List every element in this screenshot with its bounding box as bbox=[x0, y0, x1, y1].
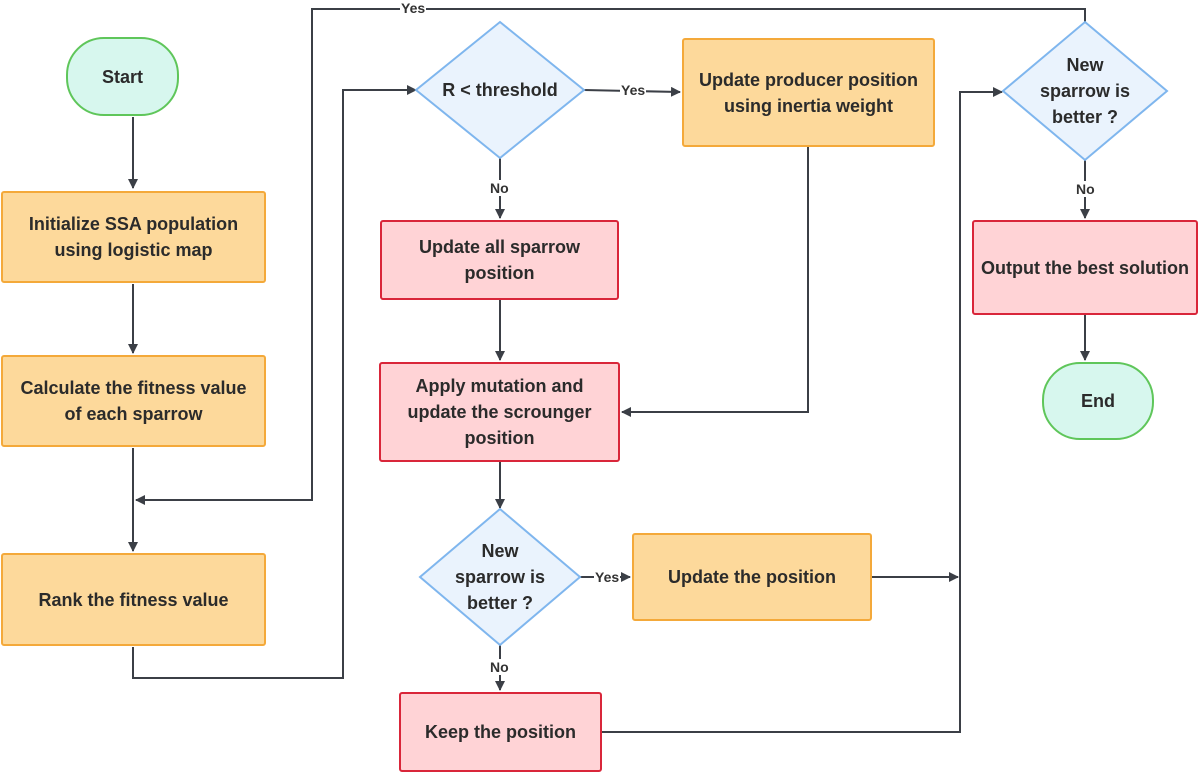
calculate-fitness-box: Calculate the fitness value of each spar… bbox=[1, 355, 266, 447]
top-decision-shape bbox=[1001, 20, 1169, 162]
end-terminal: End bbox=[1042, 362, 1154, 440]
right-no-label: No bbox=[1075, 181, 1096, 197]
r-threshold-label: R < threshold bbox=[442, 80, 558, 100]
mid-decision-label: New sparrow is better ? bbox=[454, 541, 546, 613]
mid-decision-shape bbox=[418, 507, 582, 647]
top-decision-label: New sparrow is better ? bbox=[1039, 55, 1131, 127]
edge-topdecision-loop bbox=[135, 8, 1086, 505]
loop-yes-label: Yes bbox=[400, 0, 427, 16]
apply-mutation-box: Apply mutation and update the scrounger … bbox=[379, 362, 620, 462]
update-producer-box: Update producer position using inertia w… bbox=[682, 38, 935, 147]
rank-fitness-box: Rank the fitness value bbox=[1, 553, 266, 646]
mid-no-label: No bbox=[489, 659, 510, 675]
r-yes-label: Yes bbox=[620, 82, 647, 98]
keep-position-box: Keep the position bbox=[399, 692, 602, 772]
update-position-box: Update the position bbox=[632, 533, 872, 621]
mid-yes-label: Yes bbox=[594, 569, 621, 585]
r-threshold-decision-shape bbox=[414, 20, 586, 160]
edge-keep-topdecision bbox=[602, 87, 1003, 733]
edge-producer-mutation bbox=[621, 147, 809, 417]
output-best-solution-box: Output the best solution bbox=[972, 220, 1198, 315]
start-terminal: Start bbox=[66, 37, 179, 116]
initialize-population-box: Initialize SSA population using logistic… bbox=[1, 191, 266, 283]
edge-rank-r bbox=[132, 85, 417, 679]
update-all-sparrow-box: Update all sparrow position bbox=[380, 220, 619, 300]
r-no-label: No bbox=[489, 180, 510, 196]
